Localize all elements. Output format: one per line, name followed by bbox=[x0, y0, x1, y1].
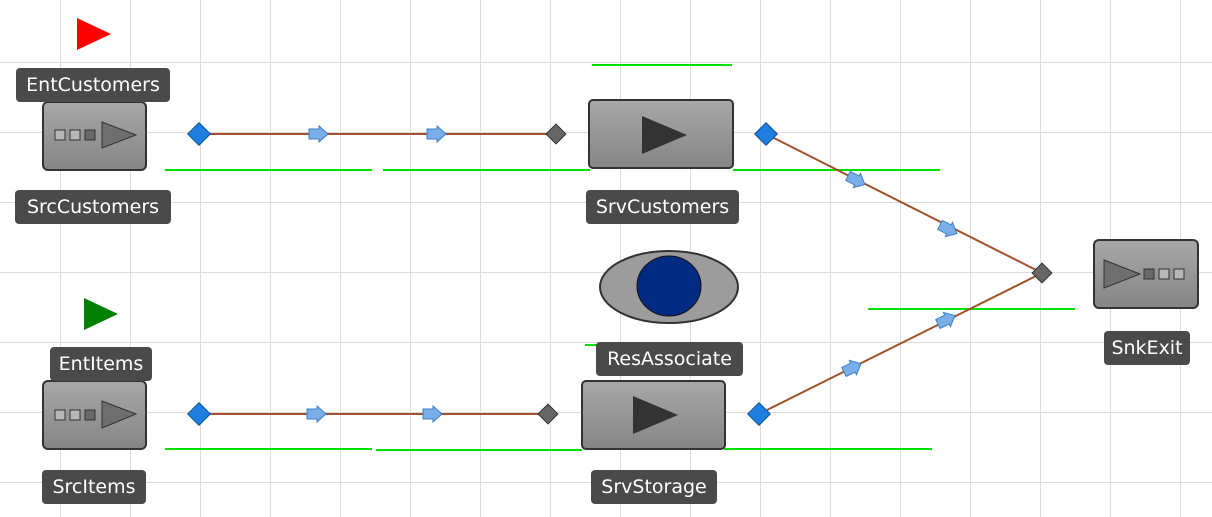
path-links bbox=[199, 133, 1043, 415]
path-srv-customers-to-snk-exit[interactable] bbox=[765, 133, 1043, 274]
path-srv-storage-to-snk-exit[interactable] bbox=[758, 272, 1043, 415]
srv-customers-label[interactable]: SrvCustomers bbox=[586, 190, 739, 224]
snk-exit-object[interactable] bbox=[1093, 239, 1199, 309]
output-node-src-customers[interactable] bbox=[186, 121, 212, 147]
ent-customers-label[interactable]: EntCustomers bbox=[16, 68, 170, 102]
output-node-srv-storage[interactable] bbox=[746, 401, 772, 427]
direction-arrow-icon bbox=[308, 125, 329, 143]
direction-arrow-icon bbox=[306, 405, 327, 423]
ent-customers-icon[interactable] bbox=[77, 18, 111, 50]
direction-arrow-icon bbox=[839, 355, 866, 380]
src-items-label[interactable]: SrcItems bbox=[42, 470, 146, 504]
direction-arrow-icon bbox=[933, 307, 960, 332]
src-items-object[interactable] bbox=[42, 380, 147, 450]
direction-arrow-icon bbox=[426, 125, 447, 143]
srv-storage-label[interactable]: SrvStorage bbox=[591, 470, 717, 504]
ent-items-label[interactable]: EntItems bbox=[50, 347, 152, 381]
src-customers-object[interactable] bbox=[42, 101, 147, 171]
output-node-src-items[interactable] bbox=[186, 401, 212, 427]
output-node-srv-customers[interactable] bbox=[753, 121, 779, 147]
ent-items-icon[interactable] bbox=[84, 298, 118, 330]
input-node-snk-exit[interactable] bbox=[1031, 262, 1053, 284]
nodes bbox=[186, 121, 1053, 427]
res-associate-label[interactable]: ResAssociate bbox=[596, 342, 743, 376]
input-node-srv-storage[interactable] bbox=[537, 403, 559, 425]
snk-exit-label[interactable]: SnkExit bbox=[1104, 331, 1190, 365]
srv-storage-object[interactable] bbox=[581, 380, 726, 450]
input-node-srv-customers[interactable] bbox=[545, 123, 567, 145]
src-customers-label[interactable]: SrcCustomers bbox=[15, 190, 171, 224]
res-associate-object[interactable] bbox=[599, 250, 739, 324]
direction-arrow-icon bbox=[843, 168, 870, 193]
srv-customers-object[interactable] bbox=[588, 99, 734, 169]
direction-arrow-icon bbox=[422, 405, 443, 423]
